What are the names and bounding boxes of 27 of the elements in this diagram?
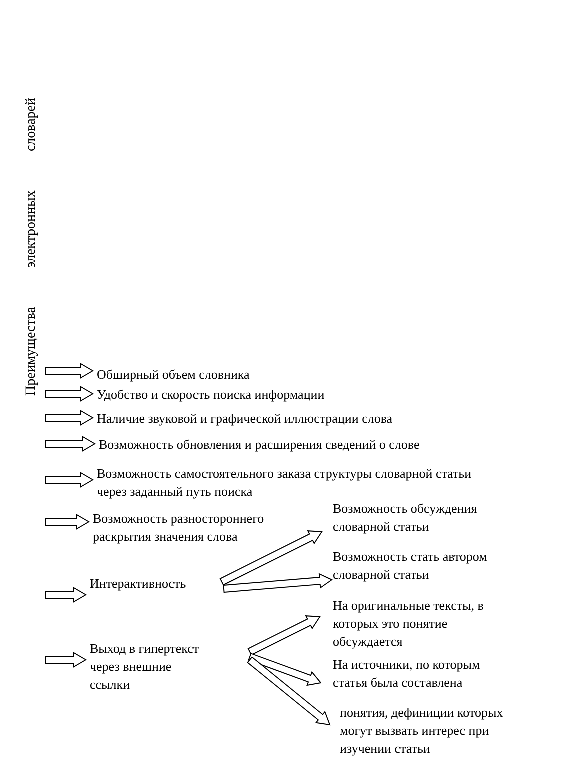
item-text: Удобство и скорость поиска информации: [97, 386, 326, 404]
vertical-title: Преимущества электронных словарей: [24, 98, 40, 396]
item-text: Возможность самостоятельного заказа структуры словарной статьи через заданный путь поиска: [97, 465, 473, 501]
item-text: Возможность стать автором словарной статьи: [333, 548, 488, 584]
block-arrow: [248, 653, 322, 686]
block-arrow: [46, 514, 90, 530]
block-arrow: [248, 616, 321, 656]
block-arrow: [247, 656, 331, 726]
item-text: Обширный объем словника: [97, 366, 251, 384]
item-text: понятия, дефиниции которых могут вызвать интерес при изучении статьи: [340, 704, 504, 758]
block-arrow: [223, 573, 333, 594]
item-text: Выход в гипертекст через внешние ссылки: [90, 640, 200, 694]
item-text: Возможность обновления и расширения сведений о слове: [99, 436, 421, 454]
item-text: На оригинальные тексты, в которых это понятие обсуждается: [333, 597, 485, 651]
block-arrow: [46, 652, 87, 668]
block-arrow: [46, 472, 94, 488]
block-arrow: [46, 587, 87, 603]
block-arrow: [220, 530, 323, 586]
item-text: На источники, по которым статья была составлена: [333, 656, 482, 692]
block-arrow: [46, 363, 94, 379]
block-arrow: [46, 410, 94, 426]
block-arrow: [46, 436, 96, 452]
item-text: Наличие звуковой и графической иллюстрации слова: [97, 410, 394, 428]
item-text: Интерактивность: [90, 575, 188, 593]
item-text: Возможность обсуждения словарной статьи: [333, 500, 478, 536]
block-arrow: [46, 386, 94, 402]
item-text: Возможность разностороннего раскрытия значения слова: [93, 510, 266, 546]
